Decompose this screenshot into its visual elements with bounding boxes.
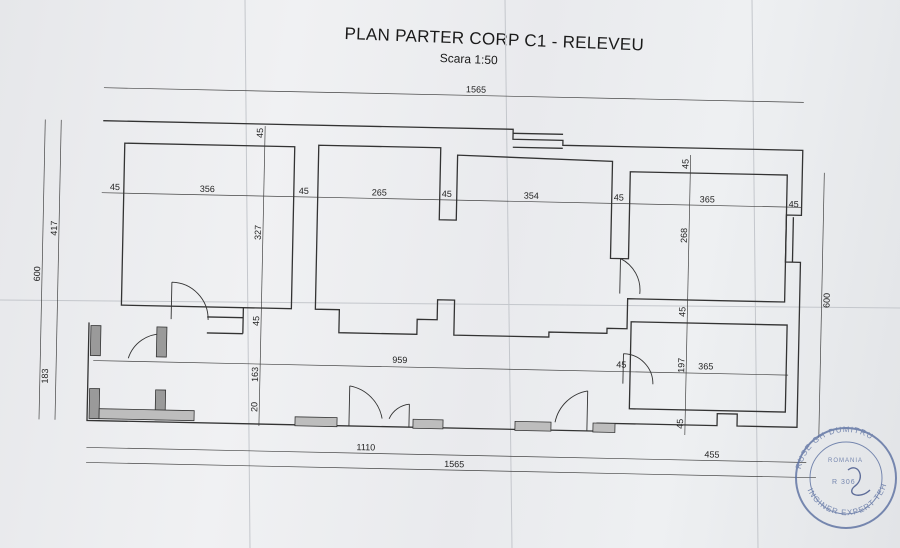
dim-bottom-overall: 1565 [444, 459, 464, 469]
dim-v-right-2: 268 [679, 228, 689, 243]
dim-h-3: 45 [299, 186, 309, 196]
engineer-stamp: RUSE GH DUMITRU INGINER EXPERT TEHNIC RO… [0, 0, 897, 529]
dim-bottom-right: 455 [704, 449, 719, 459]
dim-left-lower: 183 [40, 368, 50, 383]
dim-v-right-5: 45 [675, 419, 685, 429]
dim-h-lower-2: 45 [616, 360, 626, 370]
dim-h-9: 45 [789, 199, 799, 209]
dim-v-right-3: 45 [677, 307, 687, 317]
dim-h-lower-3: 365 [698, 361, 713, 371]
dim-h-6: 354 [524, 191, 539, 201]
dim-h-5: 45 [442, 189, 452, 199]
dim-h-7: 45 [614, 192, 624, 202]
dim-h-1: 45 [110, 182, 120, 192]
dimension-labels: 1565 1110 455 1565 45 356 45 265 45 354 … [110, 84, 799, 469]
brick-pillars [88, 325, 616, 433]
doors [127, 258, 654, 431]
dim-v-left-5: 20 [249, 402, 259, 412]
dim-h-2: 356 [200, 184, 215, 194]
dim-bottom-left: 1110 [356, 442, 375, 452]
stamp-number: R 306 [832, 479, 856, 486]
dim-h-8: 365 [700, 194, 715, 204]
dim-left-upper: 417 [49, 221, 59, 236]
walls [86, 120, 804, 432]
vertical-dimension-labels: 600 417 183 600 45 327 45 163 20 45 268 … [32, 128, 832, 429]
dim-top-overall: 1565 [466, 84, 486, 94]
dim-v-right-4: 197 [676, 358, 686, 373]
dimension-lines [38, 87, 825, 479]
signature [847, 467, 871, 496]
stamp-country: ROMANIA [828, 458, 863, 464]
dim-v-right-1: 45 [680, 159, 690, 169]
dim-right-total: 600 [821, 293, 831, 308]
dim-v-left-3: 45 [251, 316, 261, 326]
dim-h-4: 265 [372, 187, 387, 197]
dim-left-total: 600 [32, 266, 42, 281]
dim-v-left-4: 163 [250, 367, 260, 382]
dim-v-left-1: 45 [255, 128, 265, 138]
dim-h-lower-1: 959 [392, 355, 407, 365]
dim-v-left-2: 327 [253, 225, 263, 240]
